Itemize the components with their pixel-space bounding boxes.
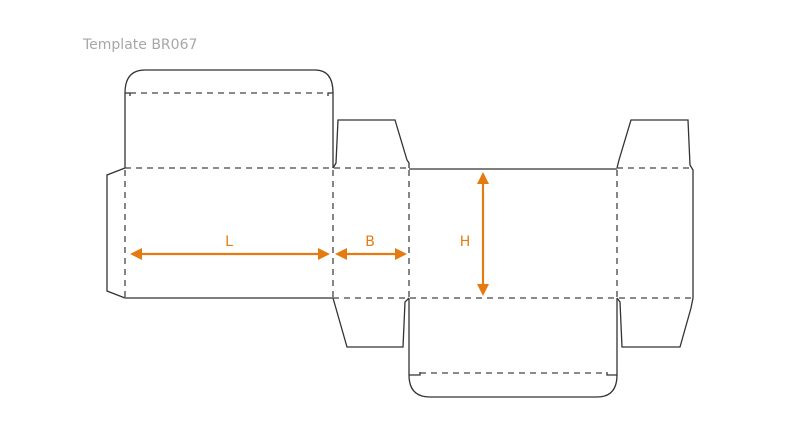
fold-lines — [124, 92, 693, 374]
top-tuck-flap — [124, 69, 334, 168]
tuck-slit-bottom-left — [409, 372, 421, 376]
tuck-slit-left — [125, 92, 131, 96]
bottom-dust-flap-right — [616, 297, 694, 348]
template-title: Template BR067 — [83, 37, 198, 53]
dimension-height: H — [460, 172, 489, 296]
tuck-slit-right — [327, 92, 333, 96]
top-dust-flap-left — [332, 119, 410, 169]
tuck-slit-bottom-right — [606, 372, 617, 376]
dimension-length: L — [130, 234, 330, 260]
height-label: H — [460, 234, 471, 250]
bottom-dust-flap-left — [332, 297, 410, 348]
top-dust-flap-right — [616, 119, 694, 298]
breadth-label: B — [365, 234, 375, 250]
length-label: L — [225, 234, 233, 250]
dimension-breadth: B — [335, 234, 407, 260]
bottom-tuck-flap — [408, 298, 618, 398]
cut-lines — [106, 69, 694, 398]
glue-flap — [106, 167, 126, 299]
